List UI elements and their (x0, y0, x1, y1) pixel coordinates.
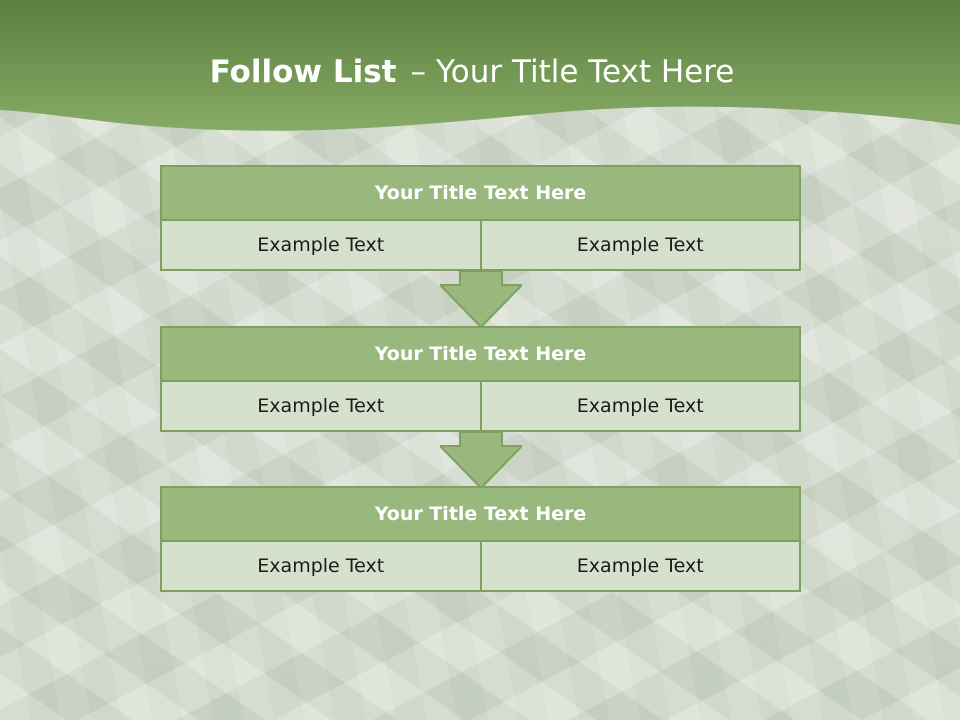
list-block-2: Your Title Text Here Example Text Exampl… (160, 326, 801, 432)
block-row: Example Text Example Text (160, 382, 801, 432)
slide-title-dash: – (410, 54, 426, 90)
block-title: Your Title Text Here (160, 326, 801, 382)
block-cell-right: Example Text (481, 542, 801, 592)
slide-title: Follow List–Your Title Text Here (0, 54, 944, 90)
block-cell-left: Example Text (160, 382, 482, 432)
block-title: Your Title Text Here (160, 165, 801, 221)
block-title: Your Title Text Here (160, 486, 801, 542)
block-cell-right: Example Text (481, 221, 801, 271)
list-block-3: Your Title Text Here Example Text Exampl… (160, 486, 801, 592)
down-arrow-icon (440, 271, 522, 327)
slide-title-bold: Follow List (209, 54, 397, 90)
block-cell-left: Example Text (160, 221, 482, 271)
header-wave-shape (0, 0, 960, 131)
slide-title-rest: Your Title Text Here (435, 54, 735, 90)
down-arrow-icon (440, 432, 522, 488)
list-block-1: Your Title Text Here Example Text Exampl… (160, 165, 801, 271)
block-cell-left: Example Text (160, 542, 482, 592)
block-row: Example Text Example Text (160, 542, 801, 592)
block-row: Example Text Example Text (160, 221, 801, 271)
header-banner: Follow List–Your Title Text Here (0, 0, 960, 140)
block-cell-right: Example Text (481, 382, 801, 432)
